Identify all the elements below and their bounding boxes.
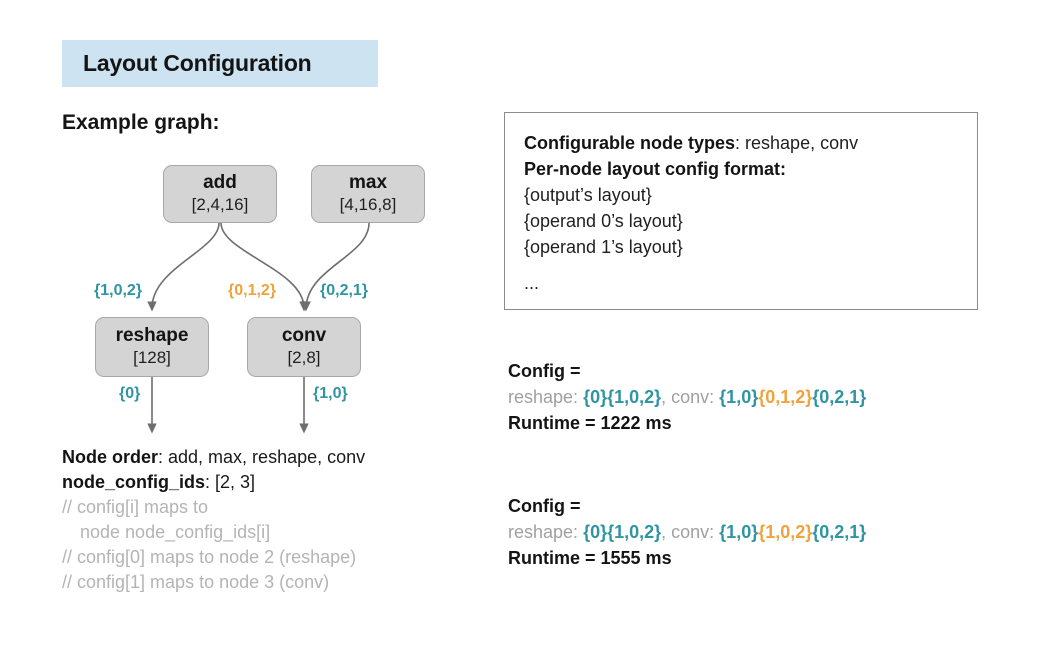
comment-line-4: // config[1] maps to node 3 (conv) <box>62 572 330 592</box>
config-detail-prefix: reshape: <box>508 522 584 542</box>
slide-title-banner: Layout Configuration <box>62 40 378 87</box>
conv-output-layout: {1,0} <box>719 522 759 542</box>
edge-add-to-reshape <box>147 222 220 312</box>
edge-max-to-conv <box>301 222 370 312</box>
conv-operand1-layout: {0,2,1} <box>812 387 867 407</box>
comment-line-1: // config[i] maps to <box>62 497 209 517</box>
format-line-operand-1: {operand 1’s layout} <box>524 237 683 257</box>
configurable-node-types-label: Configurable node types <box>524 133 736 153</box>
edge-label-conv-output: {1,0} <box>313 385 348 402</box>
comment-line-2: node node_config_ids[i] <box>80 522 271 542</box>
reshape-output-layout: {0} <box>583 387 608 407</box>
runtime-label: Runtime <box>508 413 580 433</box>
config-detail: reshape: {0}{1,0,2}, conv: {1,0}{1,0,2}{… <box>508 519 866 545</box>
node-shape: [2,8] <box>287 348 321 368</box>
edge-label-add-to-conv: {0,1,2} <box>228 282 277 299</box>
edge-label-add-to-reshape: {1,0,2} <box>94 282 143 299</box>
edge-label-max-to-conv: {0,2,1} <box>320 282 369 299</box>
conv-operand0-layout: {0,1,2} <box>758 387 813 407</box>
example-graph-heading: Example graph: <box>62 111 220 134</box>
config-header: Config = <box>508 358 866 384</box>
config-label: Config <box>508 361 565 381</box>
conv-operand1-layout: {0,2,1} <box>812 522 867 542</box>
node-order-value: : add, max, reshape, conv <box>158 447 366 467</box>
graph-node-add[interactable]: add [2,4,16] <box>163 165 277 223</box>
config-result-1: Config = reshape: {0}{1,0,2}, conv: {1,0… <box>508 358 866 436</box>
comment-line-3: // config[0] maps to node 2 (reshape) <box>62 547 357 567</box>
graph-node-conv[interactable]: conv [2,8] <box>247 317 361 377</box>
config-detail-prefix: reshape: <box>508 387 584 407</box>
page-title: Layout Configuration <box>83 50 312 76</box>
node-shape: [128] <box>133 348 171 368</box>
runtime-row: Runtime = 1222 ms <box>508 410 866 436</box>
layout-config-info-box: Configurable node types: reshape, conv P… <box>504 112 978 310</box>
reshape-operand0-layout: {1,0,2} <box>607 387 662 407</box>
node-config-ids-row: node_config_ids: [2, 3] <box>62 470 492 495</box>
edge-label-reshape-output: {0} <box>119 385 141 402</box>
config-header: Config = <box>508 493 866 519</box>
config-label: Config <box>508 496 565 516</box>
config-detail-middle: , conv: <box>661 522 720 542</box>
node-config-ids-value: : [2, 3] <box>205 472 256 492</box>
node-shape: [2,4,16] <box>191 195 249 215</box>
node-order-text-block: Node order: add, max, reshape, conv node… <box>62 445 492 595</box>
config-equals: = <box>564 361 581 381</box>
edge-add-to-conv <box>220 222 309 312</box>
graph-node-max[interactable]: max [4,16,8] <box>311 165 425 223</box>
runtime-row: Runtime = 1555 ms <box>508 545 866 571</box>
node-config-ids-label: node_config_ids <box>62 472 206 492</box>
example-graph-diagram: add [2,4,16] max [4,16,8] reshape [128] … <box>0 0 500 450</box>
reshape-operand0-layout: {1,0,2} <box>607 522 662 542</box>
conv-operand0-layout: {1,0,2} <box>758 522 813 542</box>
runtime-value: = 1555 ms <box>580 548 672 568</box>
graph-node-reshape[interactable]: reshape [128] <box>95 317 209 377</box>
node-order-row: Node order: add, max, reshape, conv <box>62 445 492 470</box>
node-shape: [4,16,8] <box>339 195 397 215</box>
node-name: conv <box>281 325 327 347</box>
reshape-output-layout: {0} <box>583 522 608 542</box>
config-result-2: Config = reshape: {0}{1,0,2}, conv: {1,0… <box>508 493 866 571</box>
format-line-output: {output’s layout} <box>524 185 652 205</box>
configurable-node-types-row: Configurable node types: reshape, conv <box>524 130 977 156</box>
per-node-format-label: Per-node layout config format: <box>524 159 787 179</box>
node-name: max <box>348 172 388 194</box>
format-line-operand-0: {operand 0’s layout} <box>524 211 683 231</box>
node-name: reshape <box>115 325 189 347</box>
runtime-label: Runtime <box>508 548 580 568</box>
graph-edges-svg <box>147 222 370 434</box>
conv-output-layout: {1,0} <box>719 387 759 407</box>
runtime-value: = 1222 ms <box>580 413 672 433</box>
config-detail: reshape: {0}{1,0,2}, conv: {1,0}{0,1,2}{… <box>508 384 866 410</box>
node-order-label: Node order <box>62 447 159 467</box>
config-equals: = <box>564 496 581 516</box>
config-detail-middle: , conv: <box>661 387 720 407</box>
node-name: add <box>203 172 237 194</box>
format-ellipsis: ... <box>524 273 540 293</box>
configurable-node-types-value: : reshape, conv <box>735 133 859 153</box>
